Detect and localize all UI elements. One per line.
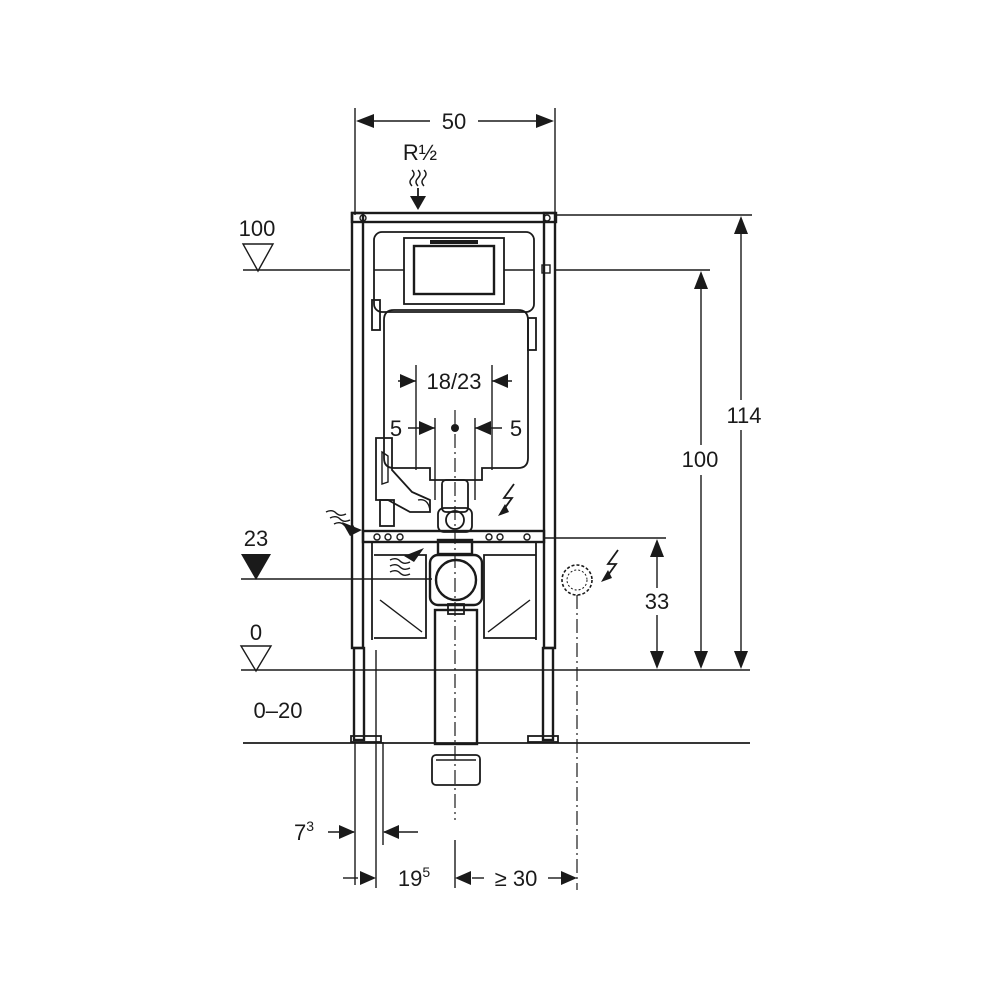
- water-supply-connection: R½: [403, 140, 437, 210]
- installation-frame: [350, 211, 559, 743]
- dimension-axis-offset: 195: [343, 650, 471, 891]
- spacing-right-label: 5: [510, 416, 522, 441]
- axis-offset-label: 195: [398, 864, 430, 891]
- floor-range: 0–20: [243, 698, 750, 744]
- water-connection-label: R½: [403, 140, 437, 165]
- level-100-label: 100: [239, 216, 276, 241]
- height-total-label: 114: [726, 403, 761, 428]
- height-socket-label: 33: [645, 589, 669, 614]
- spacing-left-label: 5: [390, 416, 402, 441]
- electrical-icon: [498, 483, 515, 516]
- height-cistern-label: 100: [682, 447, 719, 472]
- level-0-label: 0: [250, 620, 262, 645]
- electrical-icon: [601, 549, 619, 582]
- level-marker-23: 23: [241, 526, 432, 580]
- cistern: [371, 231, 551, 527]
- waste-water-icon: [389, 548, 424, 576]
- water-supply-icon: [409, 169, 427, 210]
- floor-range-label: 0–20: [254, 698, 303, 723]
- diagonal-braces: [374, 554, 536, 639]
- leg-offset-label: 73: [294, 818, 314, 845]
- dimension-spacing-5: 5 5: [390, 416, 522, 500]
- min-distance-label: ≥ 30: [495, 866, 538, 891]
- flush-centre-point: [451, 424, 459, 432]
- level-marker-100: 100: [239, 216, 350, 273]
- dimension-height-100: 100: [556, 269, 719, 669]
- level-23-label: 23: [244, 526, 268, 551]
- dimension-height-33: 33: [543, 537, 669, 669]
- flush-spacing-label: 18/23: [426, 369, 481, 394]
- power-socket-icon: [561, 564, 593, 890]
- dimension-min-distance: ≥ 30: [472, 866, 577, 891]
- dimension-height-114: 114: [556, 214, 762, 669]
- dimension-leg-offset: 73: [294, 742, 418, 885]
- dimension-flush-spacing: 18/23: [398, 365, 512, 470]
- water-supply-icon: [325, 510, 362, 536]
- width-label: 50: [442, 109, 466, 134]
- dimension-width-50: 50: [354, 108, 556, 215]
- level-marker-0: 0: [239, 620, 750, 673]
- waste-connection: [428, 553, 484, 786]
